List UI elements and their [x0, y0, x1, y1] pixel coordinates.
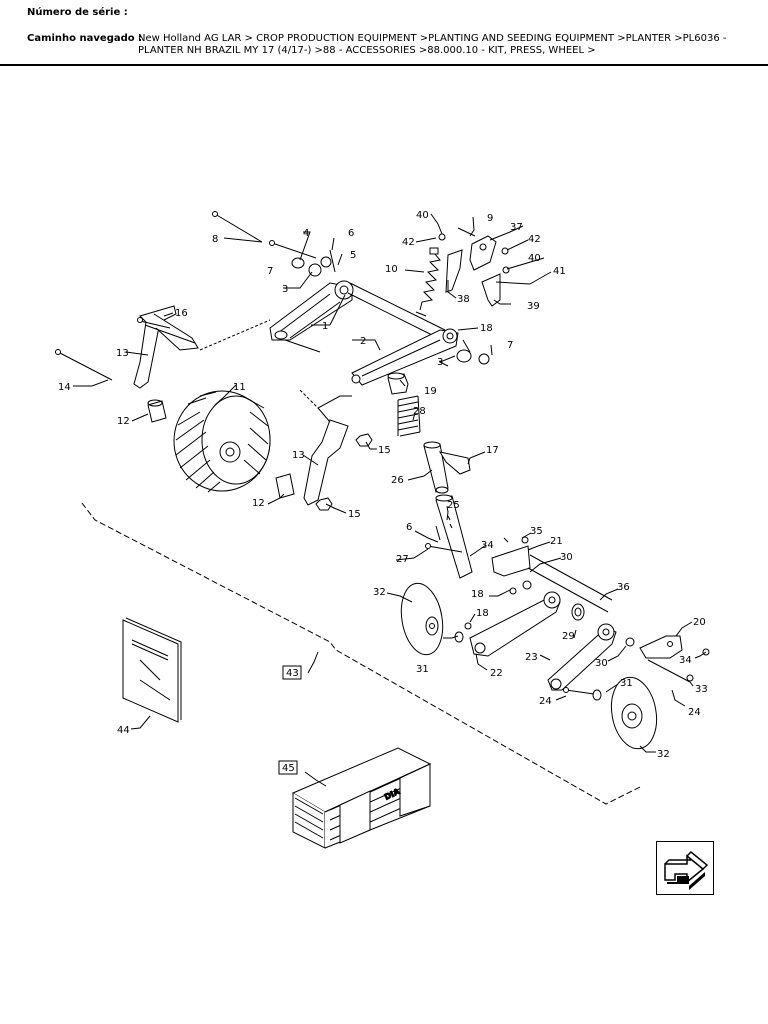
- callout-7[interactable]: 7: [267, 266, 273, 277]
- callout-31[interactable]: 31: [416, 664, 429, 675]
- callout-20[interactable]: 20: [693, 617, 706, 628]
- breadcrumb[interactable]: New Holland AG LAR > CROP PRODUCTION EQU…: [138, 33, 727, 56]
- callout-33[interactable]: 33: [695, 684, 708, 695]
- callout-17[interactable]: 17: [486, 445, 499, 456]
- callout-34[interactable]: 34: [679, 655, 692, 666]
- callout-37[interactable]: 37: [510, 222, 523, 233]
- closing-disc-assembly: [400, 536, 710, 750]
- return-button[interactable]: [656, 841, 714, 895]
- callout-23[interactable]: 23: [525, 652, 538, 663]
- callout-12[interactable]: 12: [117, 416, 130, 427]
- callout-9[interactable]: 9: [487, 213, 493, 224]
- callout-43[interactable]: 43: [286, 668, 299, 679]
- callout-18[interactable]: 18: [480, 323, 493, 334]
- callout-32[interactable]: 32: [657, 749, 670, 760]
- callout-41[interactable]: 41: [553, 266, 566, 277]
- callout-1[interactable]: 1: [322, 321, 328, 332]
- callout-38[interactable]: 38: [457, 294, 470, 305]
- callout-28[interactable]: 28: [413, 406, 426, 417]
- callout-12[interactable]: 12: [252, 498, 265, 509]
- callout-6[interactable]: 6: [406, 522, 412, 533]
- callout-box-43: [282, 665, 302, 680]
- callout-39[interactable]: 39: [527, 301, 540, 312]
- header-divider: [0, 64, 768, 66]
- callout-18[interactable]: 18: [471, 589, 484, 600]
- callout-10[interactable]: 10: [385, 264, 398, 275]
- callout-32[interactable]: 32: [373, 587, 386, 598]
- callout-labels: 1 2 3 3 4 5 6 6 7 7 8 9 10 11 12 12 13 1…: [58, 210, 708, 774]
- center-column-assembly: [387, 372, 473, 579]
- upper-spring: [415, 247, 441, 317]
- callout-45[interactable]: 45: [282, 763, 295, 774]
- shipping-crate: [291, 747, 432, 849]
- callout-40[interactable]: 40: [416, 210, 429, 221]
- callout-19[interactable]: 19: [424, 386, 437, 397]
- breadcrumb-label: Caminho navegado :: [27, 33, 143, 44]
- callout-5[interactable]: 5: [350, 250, 356, 261]
- callout-11[interactable]: 11: [233, 382, 246, 393]
- callout-3[interactable]: 3: [437, 357, 443, 368]
- upper-arm-assembly: [212, 211, 490, 386]
- callout-6[interactable]: 6: [348, 228, 354, 239]
- instruction-manual: [122, 617, 182, 723]
- callout-36[interactable]: 36: [617, 582, 630, 593]
- exploded-parts-diagram: DIA: [55, 210, 710, 849]
- kit-boundary-line: [81, 502, 643, 805]
- callout-29[interactable]: 29: [562, 631, 575, 642]
- callout-14[interactable]: 14: [58, 382, 71, 393]
- callout-13[interactable]: 13: [292, 450, 305, 461]
- callout-2[interactable]: 2: [360, 336, 366, 347]
- callout-18[interactable]: 18: [476, 608, 489, 619]
- callout-30[interactable]: 30: [560, 552, 573, 563]
- callout-25[interactable]: 25: [447, 500, 460, 511]
- callout-27[interactable]: 27: [396, 554, 409, 565]
- callout-24[interactable]: 24: [539, 696, 552, 707]
- callout-31[interactable]: 31: [620, 678, 633, 689]
- press-wheel-assembly: [55, 305, 373, 511]
- callout-4[interactable]: 4: [303, 228, 309, 239]
- callout-21[interactable]: 21: [550, 536, 563, 547]
- return-arrow-icon: [664, 850, 709, 890]
- callout-box-45: [278, 760, 298, 775]
- callout-44[interactable]: 44: [117, 725, 130, 736]
- callout-leader-lines: [73, 213, 707, 787]
- callout-40[interactable]: 40: [528, 253, 541, 264]
- callout-42[interactable]: 42: [528, 234, 541, 245]
- callout-24[interactable]: 24: [688, 707, 701, 718]
- page-header: Número de série : Caminho navegado : New…: [0, 0, 768, 66]
- callout-42[interactable]: 42: [402, 237, 415, 248]
- callout-35[interactable]: 35: [530, 526, 543, 537]
- callout-8[interactable]: 8: [212, 234, 218, 245]
- callout-30[interactable]: 30: [595, 658, 608, 669]
- callout-15[interactable]: 15: [348, 509, 361, 520]
- callout-13[interactable]: 13: [116, 348, 129, 359]
- callout-16[interactable]: 16: [175, 308, 188, 319]
- callout-26[interactable]: 26: [391, 475, 404, 486]
- callout-7[interactable]: 7: [507, 340, 513, 351]
- callout-15[interactable]: 15: [378, 445, 391, 456]
- callout-3[interactable]: 3: [282, 284, 288, 295]
- callout-22[interactable]: 22: [490, 668, 503, 679]
- serial-number-label: Número de série :: [27, 7, 128, 18]
- callout-34[interactable]: 34: [481, 540, 494, 551]
- spring-brackets: [438, 227, 531, 307]
